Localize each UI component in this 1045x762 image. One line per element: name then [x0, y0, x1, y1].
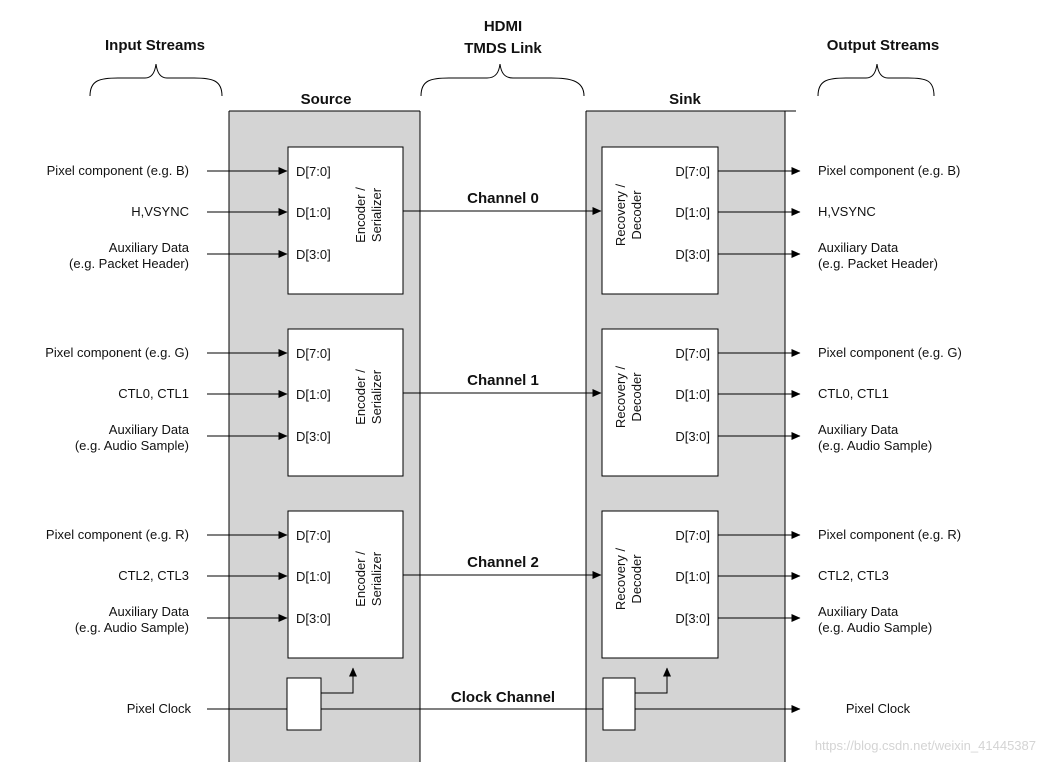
decoder-port-label: D[1:0]: [675, 205, 710, 220]
clock-output-label: Pixel Clock: [846, 701, 911, 716]
output-signal-label: Auxiliary Data(e.g. Audio Sample): [818, 604, 932, 635]
input-signal-label: Pixel component (e.g. G): [45, 345, 189, 360]
output-signal-label: Pixel component (e.g. R): [818, 527, 961, 542]
decoder-box: [601, 146, 719, 295]
channel-label: Channel 2: [467, 554, 539, 571]
input-brace: [89, 63, 223, 97]
hdmi-heading: HDMI: [484, 18, 522, 35]
sink-clock-feed: [635, 667, 671, 694]
input-signal-label: Pixel component (e.g. R): [46, 527, 189, 542]
channel-1-group: Encoder /Serializer Recovery /Decoder Pixe…: [45, 328, 962, 477]
clock-input-label: Pixel Clock: [127, 701, 192, 716]
encoder-port-label: D[7:0]: [296, 346, 331, 361]
output-streams-heading: Output Streams: [827, 37, 940, 54]
decoder-box: [601, 510, 719, 659]
input-signal-label: Auxiliary Data(e.g. Audio Sample): [75, 604, 190, 635]
input-signal-label: CTL0, CTL1: [118, 386, 189, 401]
encoder-port-label: D[7:0]: [296, 164, 331, 179]
sink-heading: Sink: [669, 91, 701, 108]
output-signal-label: Auxiliary Data(e.g. Packet Header): [818, 240, 938, 271]
decoder-label: Recovery /Decoder: [613, 184, 644, 247]
decoder-box: [601, 328, 719, 477]
output-brace: [817, 63, 935, 97]
decoder-label: Recovery /Decoder: [613, 366, 644, 429]
encoder-port-label: D[7:0]: [296, 528, 331, 543]
encoder-port-label: D[3:0]: [296, 429, 331, 444]
output-signal-label: H,VSYNC: [818, 204, 876, 219]
encoder-box: [287, 146, 404, 295]
input-streams-heading: Input Streams: [105, 37, 205, 54]
encoder-box: [287, 328, 404, 477]
decoder-port-label: D[3:0]: [675, 611, 710, 626]
encoder-port-label: D[3:0]: [296, 611, 331, 626]
decoder-label: Recovery /Decoder: [613, 548, 644, 611]
decoder-port-label: D[7:0]: [675, 528, 710, 543]
tmds-link-heading: TMDS Link: [464, 40, 542, 57]
input-signal-label: Pixel component (e.g. B): [47, 163, 189, 178]
source-clock-box: [286, 677, 322, 731]
output-signal-label: CTL0, CTL1: [818, 386, 889, 401]
encoder-port-label: D[3:0]: [296, 247, 331, 262]
input-signal-label: H,VSYNC: [131, 204, 189, 219]
channel-2-group: Encoder /Serializer Recovery /Decoder Pixe…: [46, 510, 961, 659]
clock-channel-group: Pixel Clock Clock Channel Pixel Clock: [127, 667, 911, 731]
output-signal-label: CTL2, CTL3: [818, 568, 889, 583]
decoder-port-label: D[1:0]: [675, 387, 710, 402]
output-signal-label: Pixel component (e.g. G): [818, 345, 962, 360]
input-signal-label: Auxiliary Data(e.g. Audio Sample): [75, 422, 190, 453]
tmds-brace: [420, 63, 585, 97]
decoder-port-label: D[3:0]: [675, 247, 710, 262]
input-signal-label: CTL2, CTL3: [118, 568, 189, 583]
encoder-label: Encoder /Serializer: [353, 187, 384, 243]
channel-label: Channel 1: [467, 372, 539, 389]
channel-label: Channel 0: [467, 190, 539, 207]
output-signal-label: Pixel component (e.g. B): [818, 163, 960, 178]
encoder-box: [287, 510, 404, 659]
encoder-port-label: D[1:0]: [296, 205, 331, 220]
sink-clock-box: [602, 677, 636, 731]
decoder-port-label: D[7:0]: [675, 346, 710, 361]
encoder-port-label: D[1:0]: [296, 569, 331, 584]
encoder-port-label: D[1:0]: [296, 387, 331, 402]
input-signal-label: Auxiliary Data(e.g. Packet Header): [69, 240, 190, 271]
source-heading: Source: [301, 91, 352, 108]
channel-0-group: Encoder /Serializer Recovery /Decoder Pixe…: [47, 146, 960, 295]
source-clock-feed: [321, 667, 357, 694]
decoder-port-label: D[7:0]: [675, 164, 710, 179]
decoder-port-label: D[1:0]: [675, 569, 710, 584]
output-signal-label: Auxiliary Data(e.g. Audio Sample): [818, 422, 932, 453]
decoder-port-label: D[3:0]: [675, 429, 710, 444]
watermark-text: https://blog.csdn.net/weixin_41445387: [815, 738, 1036, 753]
encoder-label: Encoder /Serializer: [353, 369, 384, 425]
encoder-label: Encoder /Serializer: [353, 551, 384, 607]
clock-channel-label: Clock Channel: [451, 689, 555, 706]
